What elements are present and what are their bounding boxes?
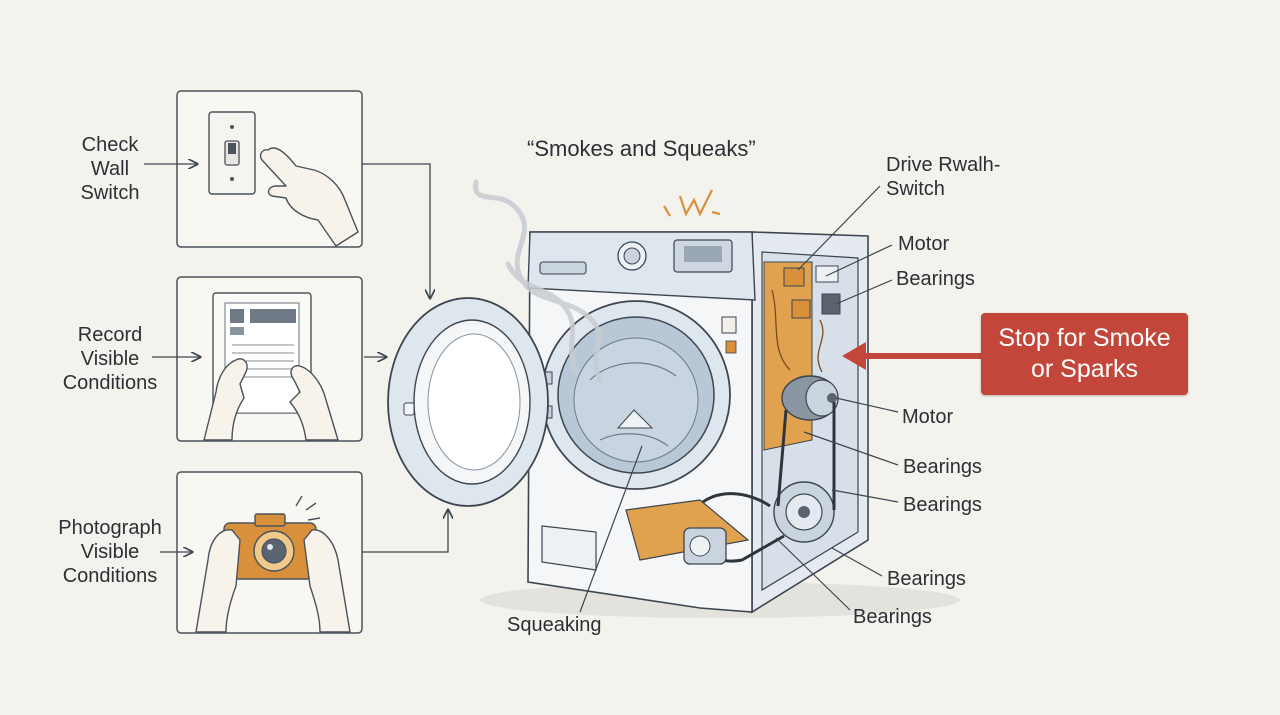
step-label-line: Switch: [80, 182, 140, 204]
callout-line: Drive Rwalh-: [886, 154, 1001, 176]
diagram-quote: “Smokes and Squeaks”: [527, 136, 756, 161]
step-label-line: Conditions: [62, 565, 158, 587]
warning-line: Stop for Smoke: [998, 324, 1171, 352]
step-label-photograph-conditions: Photograph Visible Conditions: [50, 516, 170, 588]
spark-icon: [663, 189, 721, 217]
callout-bearings-1: Bearings: [903, 456, 982, 478]
warning-line: or Sparks: [1031, 355, 1138, 383]
step-label-line: Record: [77, 324, 143, 346]
callout-bearings-4: Bearings: [853, 606, 932, 628]
callout-bearings-3: Bearings: [887, 568, 966, 590]
step-panel-check-switch: [176, 90, 363, 248]
step-arrows: [144, 164, 448, 552]
step-label-line: Visible: [80, 348, 140, 370]
callout-drive-switch: Drive Rwalh- Switch: [886, 153, 1000, 201]
callout-bearings-2: Bearings: [903, 494, 982, 516]
step-label-check-switch: Check Wall Switch: [50, 133, 170, 205]
washing-machine: [387, 179, 960, 618]
step-panel-record-conditions: [176, 276, 363, 442]
pointing-hand-icon: [259, 147, 359, 247]
writing-hands-icon: [203, 358, 339, 441]
callout-bearings-top: Bearings: [896, 268, 975, 290]
step-label-line: Conditions: [62, 372, 158, 394]
callout-motor-top: Motor: [898, 233, 950, 255]
callout-line: Switch: [886, 178, 945, 200]
step-label-record-conditions: Record Visible Conditions: [50, 323, 170, 395]
step-label-line: Wall: [90, 158, 130, 180]
callout-squeaking: Squeaking: [507, 614, 602, 636]
step-panel-photograph-conditions: [176, 471, 363, 634]
step-label-line: Check: [81, 134, 139, 156]
step-label-line: Visible: [80, 541, 140, 563]
step-label-line: Photograph: [58, 517, 162, 539]
holding-hands-icon: [195, 529, 351, 633]
warning-stop-box: Stop for Smoke or Sparks: [981, 313, 1188, 395]
smoke-icon: [473, 179, 603, 383]
callout-lines: [579, 185, 899, 613]
callout-motor-mid: Motor: [902, 406, 954, 428]
arrow-left-icon: [842, 342, 981, 370]
light-switch-icon: [208, 111, 256, 195]
camera-icon: [223, 495, 321, 580]
